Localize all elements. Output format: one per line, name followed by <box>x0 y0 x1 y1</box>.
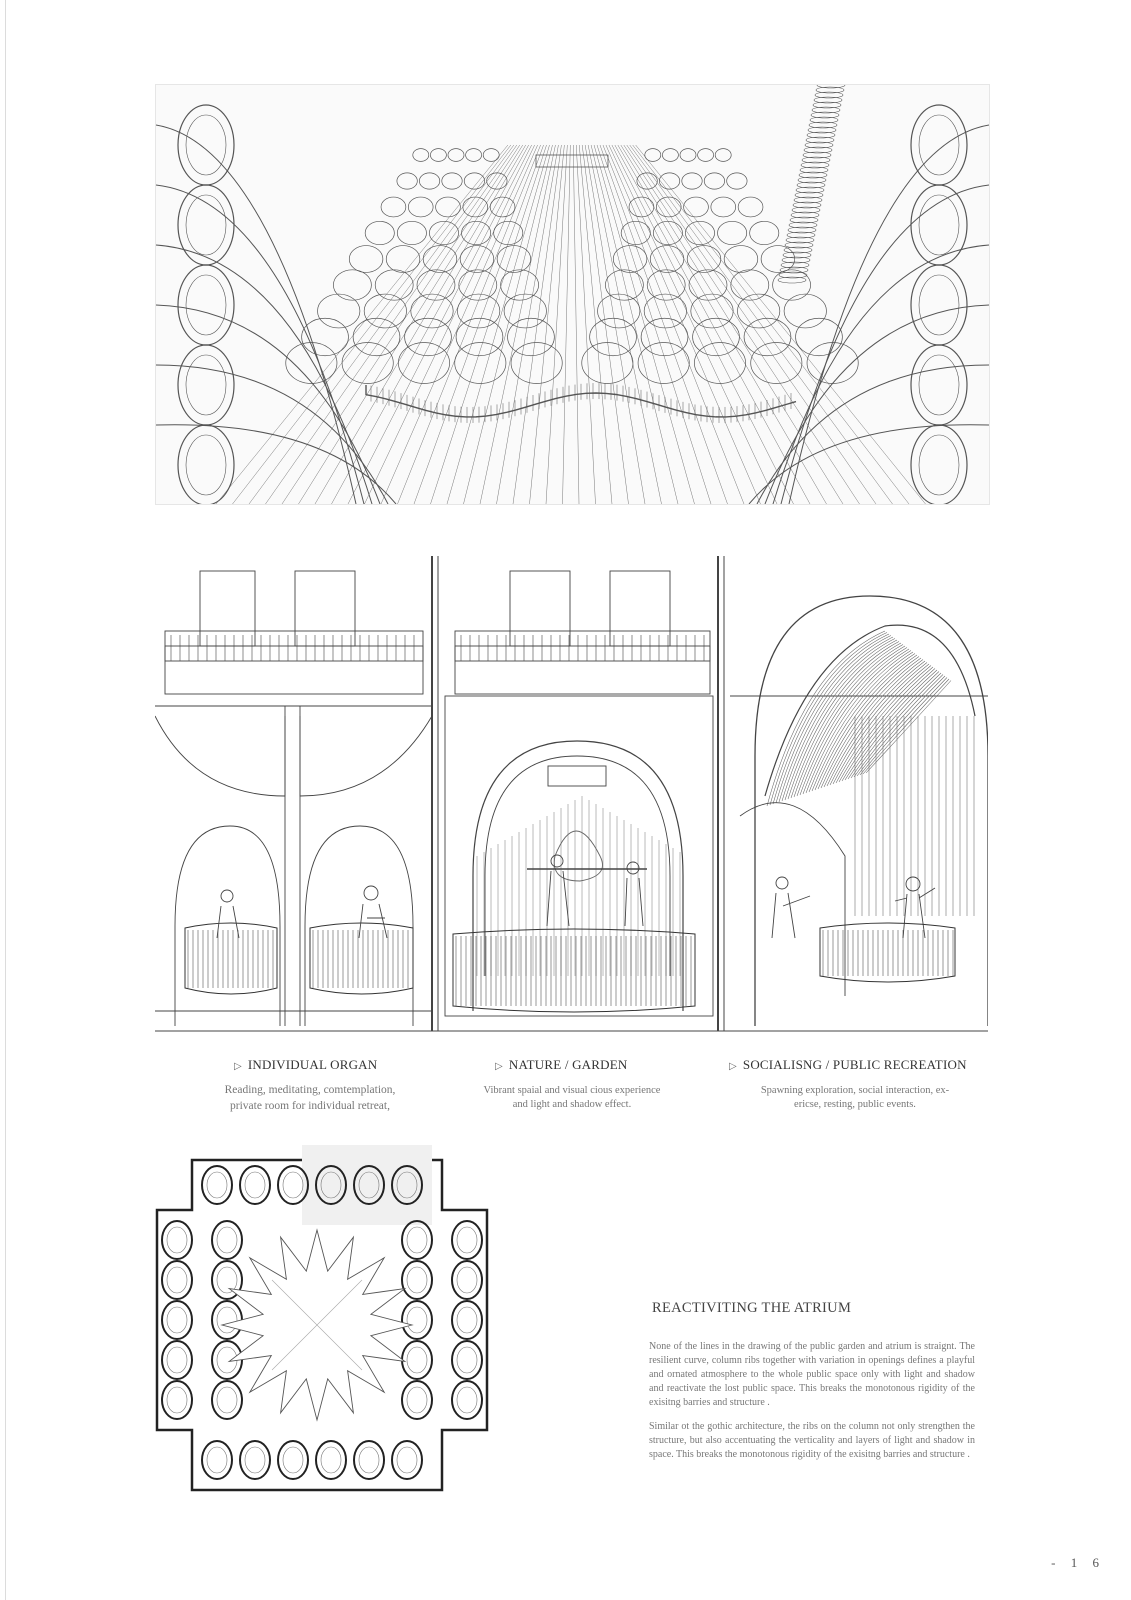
atrium-perspective-drawing <box>155 84 990 505</box>
caption-line: Vibrant spaial and visual cious experien… <box>483 1085 661 1096</box>
caption-line: Spawning exploration, social interaction… <box>760 1085 950 1096</box>
atrium-paragraph-2: Similar ot the gothic architecture, the … <box>649 1421 975 1460</box>
caption-title-socialising: ▷ SOCIALISNG / PUBLIC RECREATION <box>729 1057 967 1073</box>
atrium-paragraph-1: None of the lines in the drawing of the … <box>649 1341 975 1408</box>
caption-line: ericse, resting, public events. <box>794 1099 916 1110</box>
section-individual-organ <box>155 570 433 1026</box>
triangle-right-outline-icon: ▷ <box>495 1061 503 1072</box>
caption-line: private room for individual retreat, <box>230 1100 390 1112</box>
page-number: - 1 6 <box>1051 1555 1105 1570</box>
section-socialising <box>730 595 988 1026</box>
caption-body-nature-garden: Vibrant spaial and visual cious experien… <box>462 1084 682 1112</box>
caption-title-individual-organ: ▷ INDIVIDUAL ORGAN <box>234 1057 377 1073</box>
caption-body-individual-organ: Reading, meditating, comtemplation, priv… <box>190 1082 430 1114</box>
caption-title-nature-garden: ▷ NATURE / GARDEN <box>495 1057 627 1073</box>
atrium-floor-plan <box>132 1135 502 1508</box>
triangle-right-outline-icon: ▷ <box>234 1061 242 1072</box>
section-drawings-row <box>155 556 988 1036</box>
caption-line: Reading, meditating, comtemplation, <box>224 1084 396 1096</box>
caption-title-text: INDIVIDUAL ORGAN <box>247 1057 378 1072</box>
triangle-right-outline-icon: ▷ <box>729 1061 737 1072</box>
page-edge-line <box>5 0 6 1600</box>
caption-line: and light and shadow effect. <box>512 1099 632 1110</box>
caption-title-text: NATURE / GARDEN <box>508 1057 628 1072</box>
caption-title-text: SOCIALISNG / PUBLIC RECREATION <box>742 1057 967 1072</box>
caption-body-socialising: Spawning exploration, social interaction… <box>745 1084 965 1112</box>
atrium-section-title: REACTIVITING THE ATRIUM <box>652 1300 852 1316</box>
section-nature-garden <box>444 570 714 1017</box>
